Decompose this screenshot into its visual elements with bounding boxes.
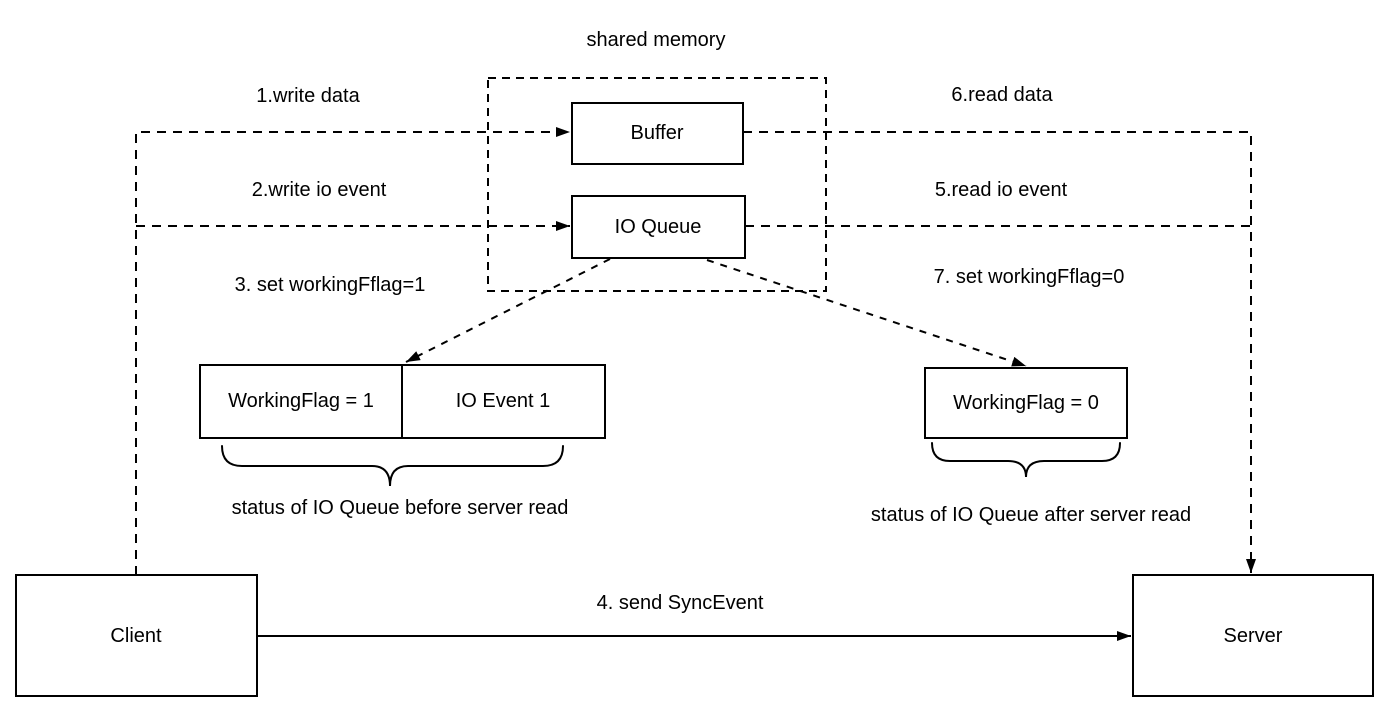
client-label: Client bbox=[110, 625, 162, 647]
edge-read-data bbox=[743, 131, 1256, 573]
working-flag-0-label: WorkingFlag = 0 bbox=[953, 392, 1099, 414]
status-before-caption: status of IO Queue before server read bbox=[231, 497, 569, 519]
step3-set-working-flag-label: 3. set workingFflag=1 bbox=[234, 274, 426, 296]
edge-write-data bbox=[135, 127, 570, 575]
buffer-node bbox=[571, 102, 744, 165]
edge-io-queue-to-status-before bbox=[405, 258, 611, 363]
shared-memory-container bbox=[487, 77, 827, 292]
server-node bbox=[1132, 574, 1374, 697]
brace-after bbox=[931, 442, 1121, 478]
diagram-title: shared memory bbox=[586, 29, 726, 51]
step1-write-data-label: 1.write data bbox=[256, 85, 360, 107]
io-queue-node bbox=[571, 195, 746, 259]
step7-set-working-flag-label: 7. set workingFflag=0 bbox=[933, 266, 1125, 288]
io-event-1-label: IO Event 1 bbox=[455, 390, 551, 412]
edge-io-queue-to-status-after bbox=[706, 259, 1027, 367]
step6-read-data-label: 6.read data bbox=[951, 84, 1053, 106]
working-flag-1-label: WorkingFlag = 1 bbox=[228, 390, 374, 412]
io-queue-label: IO Queue bbox=[614, 216, 702, 238]
buffer-label: Buffer bbox=[630, 122, 684, 144]
status-after-caption: status of IO Queue after server read bbox=[870, 504, 1192, 526]
step4-send-sync-event-label: 4. send SyncEvent bbox=[596, 592, 764, 614]
server-label: Server bbox=[1223, 625, 1283, 647]
status-after-node bbox=[924, 367, 1128, 439]
step5-read-io-event-label: 5.read io event bbox=[934, 179, 1068, 201]
brace-before bbox=[221, 445, 564, 487]
step2-write-io-event-label: 2.write io event bbox=[251, 179, 387, 201]
